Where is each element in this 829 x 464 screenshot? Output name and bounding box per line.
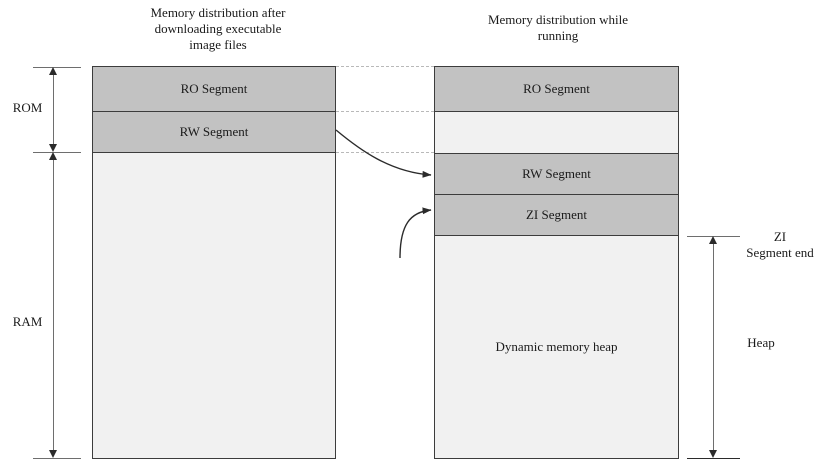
left-segment-ro: RO Segment xyxy=(93,67,335,112)
dotted-link-rw-bottom xyxy=(336,152,434,153)
right-segment-zi: ZI Segment xyxy=(435,195,678,236)
rom-bracket-arrow-down-icon xyxy=(48,144,57,152)
right-column-title: Memory distribution while running xyxy=(487,12,629,43)
right-memory-column: RO Segment RW Segment ZI Segment Dynamic… xyxy=(434,66,679,459)
right-segment-ro: RO Segment xyxy=(435,67,678,112)
left-memory-column: RO Segment RW Segment xyxy=(92,66,336,459)
left-segment-ro-label: RO Segment xyxy=(180,81,248,96)
heap-bracket-arrow-up-icon xyxy=(708,236,717,244)
right-segment-ro-label: RO Segment xyxy=(523,81,590,96)
right-segment-zi-label: ZI Segment xyxy=(525,207,587,222)
left-segment-free-ram xyxy=(93,153,335,458)
ram-bracket-line xyxy=(53,155,54,454)
rom-bracket-arrow-up-icon xyxy=(48,67,57,75)
right-segment-gap xyxy=(435,112,678,154)
ram-label: RAM xyxy=(12,314,43,329)
ram-bracket-arrow-down-icon xyxy=(48,450,57,458)
zi-segment-end-label: ZI Segment end xyxy=(746,229,814,260)
left-column-title: Memory distribution after downloading ex… xyxy=(150,5,286,52)
right-segment-dynamic-heap: Dynamic memory heap xyxy=(435,236,678,458)
heap-label: Heap xyxy=(747,335,775,350)
heap-bracket-line xyxy=(713,238,714,454)
left-segment-rw: RW Segment xyxy=(93,112,335,153)
ram-bracket-arrow-up-icon xyxy=(48,152,57,160)
rom-bracket-tick-top xyxy=(33,67,81,68)
left-segment-rw-label: RW Segment xyxy=(179,124,249,139)
right-segment-dynamic-heap-label: Dynamic memory heap xyxy=(495,339,618,354)
rom-bracket-line xyxy=(53,69,54,150)
rom-label: ROM xyxy=(12,100,43,115)
heap-bracket-tick-bottom xyxy=(687,458,740,459)
zi-segment-init-arrow xyxy=(399,207,432,259)
right-segment-rw: RW Segment xyxy=(435,154,678,195)
dotted-link-ro-bottom xyxy=(336,111,434,112)
ram-bracket-tick-bottom xyxy=(33,458,81,459)
right-segment-rw-label: RW Segment xyxy=(522,166,591,181)
rom-bracket-tick-bottom xyxy=(33,152,81,153)
dotted-link-top xyxy=(336,66,434,67)
heap-bracket-arrow-down-icon xyxy=(708,450,717,458)
